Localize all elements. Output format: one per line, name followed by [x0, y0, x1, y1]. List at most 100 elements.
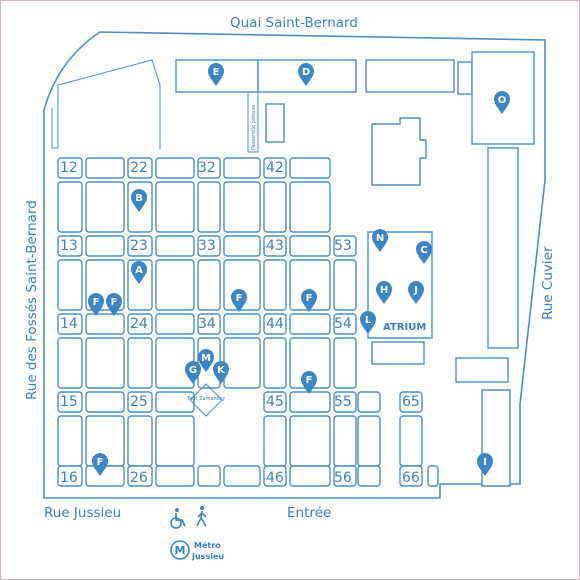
footbridge: [247, 91, 259, 153]
tower-number: 43: [266, 238, 284, 254]
tower-block: [399, 391, 423, 413]
marker-e[interactable]: E: [208, 63, 224, 86]
marker-m[interactable]: M: [198, 349, 214, 372]
tower-block: [57, 157, 83, 179]
svg-text:J: J: [413, 285, 418, 296]
tower-block: [263, 415, 287, 467]
marker-l[interactable]: L: [360, 311, 376, 334]
metro-line-1: Métro: [194, 540, 221, 550]
tower-block: [85, 337, 125, 389]
svg-text:B: B: [135, 193, 143, 204]
tower-block: [57, 181, 83, 233]
tower-block: [127, 157, 153, 179]
marker-f[interactable]: F: [106, 293, 122, 316]
tower-block: [127, 337, 153, 389]
tower-block: [333, 415, 357, 467]
street-west: Rue des Fossés Saint-Bernard: [24, 200, 40, 400]
tower-number: 22: [130, 160, 148, 176]
tower-block: [127, 235, 153, 257]
tower-block: [85, 181, 125, 233]
tower-block: [357, 391, 381, 413]
marker-f[interactable]: F: [92, 453, 108, 476]
pedestrian-icon: [196, 506, 207, 527]
tower-block: [333, 313, 357, 335]
tower-block: [57, 465, 83, 487]
marker-f[interactable]: F: [301, 289, 317, 312]
street-outline: [43, 31, 546, 499]
svg-text:H: H: [380, 285, 388, 296]
tower-block: [57, 391, 83, 413]
tower-block: [155, 235, 195, 257]
tower-block: [85, 391, 125, 413]
atrium-label: ATRIUM: [383, 322, 426, 333]
tower-block: [197, 157, 221, 179]
tower-grid: [57, 157, 439, 487]
tower-number: 25: [130, 394, 148, 410]
tower-block: [155, 157, 195, 179]
marker-a[interactable]: A: [131, 261, 147, 284]
tower-block: [223, 313, 261, 335]
tower-block: [57, 259, 83, 311]
tower-block: [263, 391, 287, 413]
tower-block: [85, 235, 125, 257]
tower-number: 66: [402, 470, 420, 486]
marker-c[interactable]: C: [416, 241, 432, 264]
tower-number: 12: [60, 160, 78, 176]
building-small-3: [455, 357, 509, 383]
tower-block: [127, 313, 153, 335]
street-east: Rue Cuvier: [540, 246, 556, 320]
tower-block: [263, 157, 287, 179]
tower-block: [289, 313, 331, 335]
tower-number: 13: [60, 238, 78, 254]
marker-f[interactable]: F: [88, 293, 104, 316]
svg-text:I: I: [483, 457, 487, 468]
tower-block: [289, 181, 331, 233]
marker-d[interactable]: D: [298, 63, 314, 86]
tower-block: [289, 157, 331, 179]
tower-number: 32: [198, 160, 216, 176]
tower-block: [197, 181, 221, 233]
tower-block: [85, 465, 125, 487]
svg-text:F: F: [306, 375, 313, 386]
marker-f[interactable]: F: [301, 371, 317, 394]
svg-text:N: N: [376, 233, 384, 244]
tower-number: 65: [402, 394, 420, 410]
svg-text:D: D: [302, 67, 310, 78]
tower-block: [399, 465, 423, 487]
building-small-1: [265, 103, 285, 143]
marker-g[interactable]: G: [185, 361, 201, 384]
tower-number: 56: [334, 470, 352, 486]
marker-k[interactable]: K: [213, 361, 229, 384]
marker-j[interactable]: J: [408, 281, 424, 304]
marker-h[interactable]: H: [376, 281, 392, 304]
tower-block: [289, 235, 331, 257]
tower-block: [197, 313, 221, 335]
marker-b[interactable]: B: [131, 189, 147, 212]
tower-block: [333, 337, 357, 389]
tower-number: 23: [130, 238, 148, 254]
marker-o[interactable]: O: [494, 91, 510, 114]
tower-block: [223, 181, 261, 233]
footbridge-label: Passerelle piétons: [250, 105, 257, 150]
tower-number: 53: [334, 238, 352, 254]
marker-f[interactable]: F: [231, 289, 247, 312]
tower-block: [427, 465, 439, 487]
tower-block: [57, 313, 83, 335]
tower-block: [289, 465, 331, 487]
tower-number: 54: [334, 316, 352, 332]
marker-n[interactable]: N: [372, 229, 388, 252]
tower-block: [197, 259, 221, 311]
svg-text:M: M: [201, 353, 211, 364]
marker-i[interactable]: I: [477, 453, 493, 476]
tower-block: [155, 415, 195, 467]
tower-block: [223, 465, 261, 487]
tower-number: 26: [130, 470, 148, 486]
tower-block: [127, 415, 153, 467]
metro-icon: M: [170, 540, 190, 560]
svg-text:L: L: [365, 315, 372, 326]
building-centre-annex: [371, 117, 427, 186]
building-small-2: [371, 341, 425, 365]
tower-block: [85, 313, 125, 335]
